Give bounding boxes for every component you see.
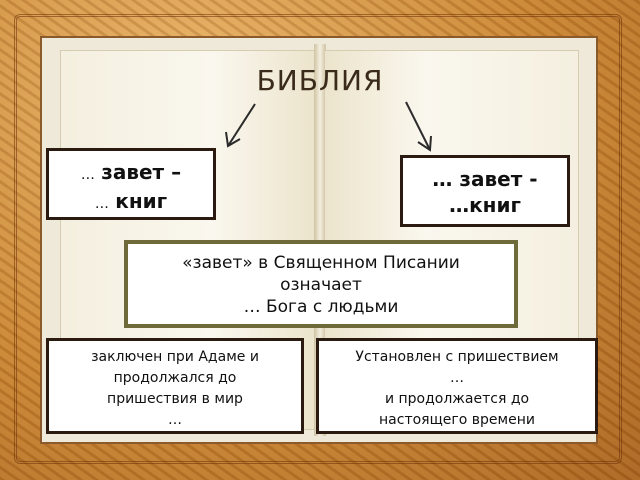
- nt-desc-line4: настоящего времени: [379, 412, 535, 428]
- arrow-right: [405, 101, 431, 151]
- frame-ornament: [14, 14, 622, 464]
- diagram-title: БИБЛИЯ: [256, 64, 384, 97]
- dots: …: [94, 196, 109, 212]
- nt-desc-line1: Установлен с пришествием: [355, 349, 559, 365]
- ot-desc-line2: продолжался до: [113, 370, 237, 386]
- arrow-left: [227, 103, 256, 147]
- dots: …: [80, 167, 95, 183]
- ot-desc-line1: заключен при Адаме и: [91, 349, 259, 365]
- arrow-left-head: [225, 131, 241, 148]
- old-testament-box: … завет – … книг: [46, 148, 216, 220]
- new-testament-box: … завет - …книг: [400, 155, 570, 227]
- new-testament-description-box: Установлен с пришествием … и продолжаетс…: [316, 338, 598, 434]
- nt-desc-line3: и продолжается до: [384, 391, 530, 407]
- meaning-line3: … Бога с людьми: [243, 297, 399, 317]
- meaning-line2: означает: [280, 275, 362, 295]
- ot-desc-line3: пришествия в мир: [107, 391, 243, 407]
- old-testament-label: завет –: [101, 160, 182, 184]
- arrow-right-head: [417, 135, 432, 152]
- nt-desc-line2: …: [450, 370, 464, 386]
- ot-desc-line4: …: [168, 412, 182, 428]
- old-testament-description-box: заключен при Адаме и продолжался до приш…: [46, 338, 304, 434]
- testament-meaning-box: «завет» в Священном Писании означает … Б…: [124, 240, 518, 328]
- new-testament-line1: … завет -: [403, 166, 567, 192]
- new-testament-line2: …книг: [403, 192, 567, 218]
- old-testament-line2: … книг: [49, 188, 213, 217]
- old-testament-line1: … завет –: [49, 159, 213, 188]
- meaning-line1: «завет» в Священном Писании: [182, 253, 460, 273]
- old-testament-books: книг: [115, 189, 168, 213]
- new-testament-books: …книг: [449, 193, 521, 217]
- new-testament-label: … завет -: [432, 167, 538, 191]
